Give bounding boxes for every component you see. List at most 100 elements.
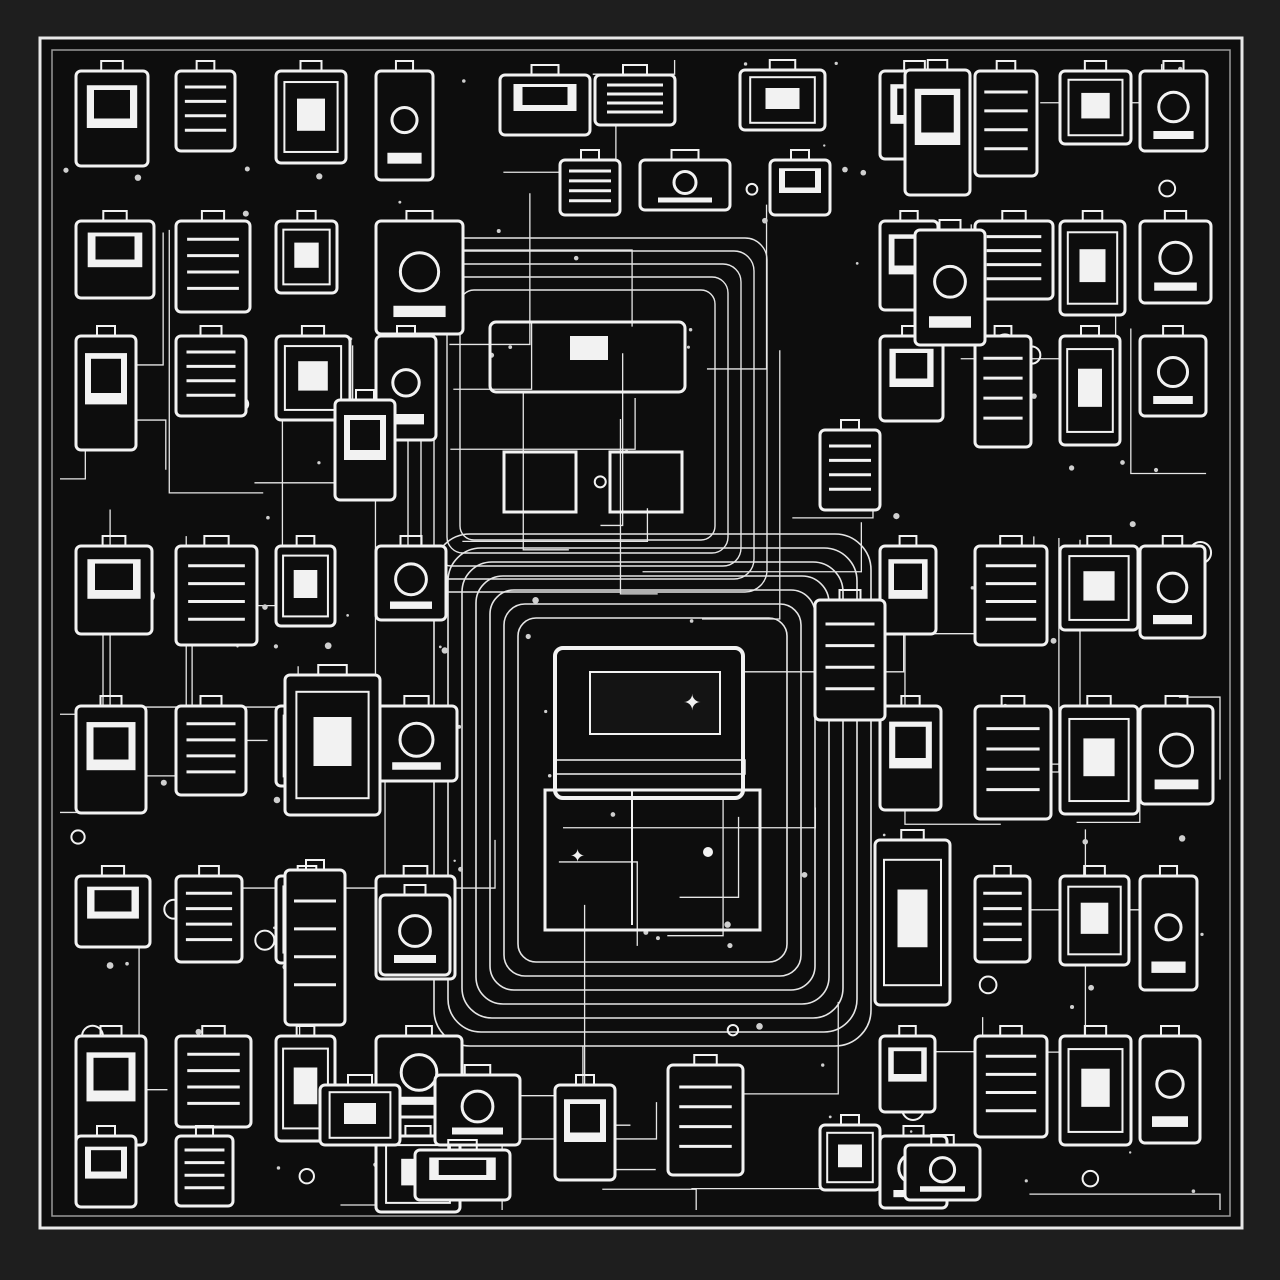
solder-dot bbox=[195, 1028, 202, 1035]
device-battery-icon bbox=[174, 535, 259, 647]
solder-dot bbox=[909, 1130, 913, 1133]
device-terminal-icon bbox=[1058, 60, 1133, 146]
device-gauge-icon bbox=[74, 1025, 148, 1147]
solder-dot bbox=[970, 586, 975, 590]
solder-dot bbox=[1088, 984, 1095, 991]
device-terminal-icon bbox=[1058, 535, 1140, 632]
wire-trace bbox=[168, 229, 264, 494]
wire-trace bbox=[904, 626, 1001, 825]
device-battery-icon bbox=[174, 865, 244, 964]
device-lamp-icon bbox=[1138, 60, 1209, 153]
device-radio-icon bbox=[553, 1074, 617, 1182]
device-battery-icon bbox=[174, 1025, 253, 1129]
device-tube-icon bbox=[973, 535, 1049, 647]
device-monitor-icon bbox=[274, 210, 339, 295]
device-tube-icon bbox=[973, 865, 1032, 964]
device-radio-icon bbox=[878, 1025, 937, 1114]
device-tube-icon bbox=[666, 1054, 745, 1177]
device-battery-icon bbox=[174, 210, 252, 314]
solder-dot bbox=[1120, 460, 1125, 465]
solder-dot bbox=[882, 833, 886, 837]
device-gauge-icon bbox=[74, 60, 150, 168]
device-battery-icon bbox=[174, 60, 237, 153]
wire-loop bbox=[517, 617, 788, 963]
central-console-knob bbox=[703, 847, 713, 857]
device-gauge-icon bbox=[74, 535, 154, 636]
device-monitor-icon bbox=[274, 325, 352, 422]
device-terminal-icon bbox=[1058, 695, 1140, 816]
device-monitor-icon bbox=[318, 1074, 402, 1147]
device-battery-icon bbox=[174, 695, 248, 797]
device-meter-icon bbox=[913, 219, 987, 347]
device-tube-icon bbox=[973, 210, 1055, 301]
device-lamp-icon bbox=[638, 149, 732, 212]
device-terminal-icon bbox=[1058, 1025, 1133, 1147]
device-gauge-icon bbox=[74, 695, 148, 815]
wire-trace bbox=[435, 249, 633, 327]
solder-dot bbox=[1128, 1151, 1132, 1154]
wire-trace bbox=[600, 353, 624, 527]
solder-dot bbox=[462, 79, 466, 83]
device-terminal-icon bbox=[818, 1114, 882, 1192]
device-lamp-icon bbox=[903, 1134, 982, 1202]
device-terminal-icon bbox=[1058, 210, 1127, 317]
device-lamp-icon bbox=[1138, 865, 1199, 992]
wire-loop bbox=[489, 589, 816, 991]
wire-loop bbox=[475, 575, 830, 1005]
device-lamp-icon bbox=[1138, 325, 1208, 418]
solder-dot bbox=[801, 871, 808, 878]
device-meter-icon bbox=[374, 695, 459, 783]
connector-ring bbox=[1081, 1169, 1100, 1188]
solder-dot bbox=[1069, 1004, 1075, 1010]
solder-dot bbox=[1050, 637, 1057, 644]
solder-dot bbox=[893, 512, 900, 520]
wire-trace bbox=[558, 861, 638, 946]
solder-dot bbox=[743, 62, 748, 66]
solder-dot bbox=[276, 1166, 281, 1170]
device-tube-icon bbox=[593, 64, 677, 127]
wire-loop bbox=[446, 276, 729, 554]
upper-center-panel bbox=[488, 320, 687, 514]
wire-trace bbox=[453, 322, 533, 390]
wire-trace bbox=[706, 204, 768, 370]
solder-dot bbox=[860, 169, 867, 176]
connector-ring bbox=[726, 1023, 740, 1037]
device-battery-icon bbox=[174, 325, 248, 418]
central-console-symbol-icon-2: ✦ bbox=[570, 846, 585, 867]
solder-dot bbox=[244, 166, 250, 172]
solder-dot bbox=[855, 262, 859, 265]
solder-dot bbox=[63, 167, 69, 173]
device-battery-icon bbox=[558, 149, 622, 217]
connector-ring bbox=[254, 929, 276, 951]
solder-dot bbox=[1082, 838, 1089, 845]
solder-dot bbox=[398, 200, 402, 204]
solder-dot bbox=[1024, 1179, 1028, 1183]
wire-trace bbox=[1130, 328, 1207, 475]
connector-ring bbox=[745, 182, 759, 196]
device-tube-icon bbox=[973, 60, 1039, 178]
wire-trace bbox=[602, 1188, 697, 1210]
device-terminal-icon bbox=[283, 664, 382, 817]
solder-dot bbox=[496, 229, 501, 234]
solder-dot bbox=[317, 461, 321, 465]
device-lamp-icon bbox=[1138, 1025, 1202, 1145]
device-radio-icon bbox=[878, 695, 943, 812]
solder-dot bbox=[610, 812, 616, 817]
device-battery-icon bbox=[283, 859, 347, 1027]
wire-trace bbox=[642, 522, 862, 573]
solder-dot bbox=[242, 210, 249, 217]
wire-trace bbox=[619, 419, 658, 595]
device-radio-icon bbox=[878, 535, 938, 636]
solder-dot bbox=[573, 255, 579, 261]
device-monitor-icon bbox=[873, 829, 952, 1007]
central-console-symbol-icon: ✦ bbox=[683, 691, 701, 716]
device-tube-icon bbox=[973, 1025, 1049, 1139]
connector-ring bbox=[1158, 179, 1177, 198]
solder-dot bbox=[262, 604, 268, 610]
solder-dot bbox=[346, 614, 349, 617]
wire-trace bbox=[1178, 696, 1221, 780]
solder-dot bbox=[438, 645, 442, 649]
solder-dot bbox=[532, 597, 539, 604]
device-meter-icon bbox=[374, 210, 465, 336]
